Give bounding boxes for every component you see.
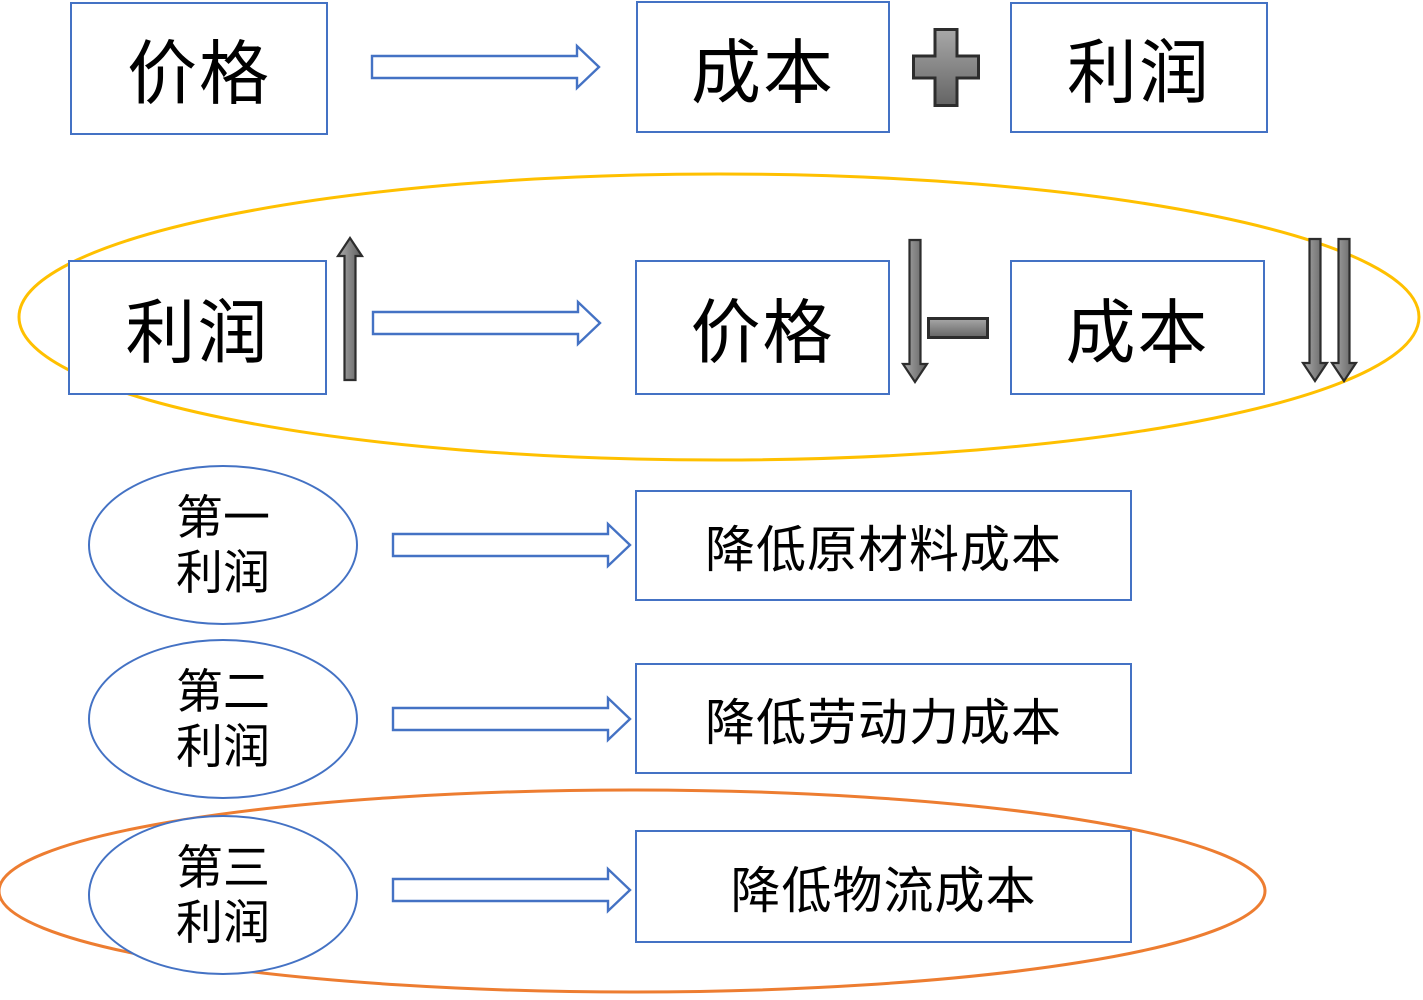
cost-label-row1: 成本: [691, 33, 835, 112]
third-profit-label: 第三 利润: [176, 840, 270, 949]
arrow-up-icon: [335, 236, 365, 382]
arrow-down-icon: [1329, 237, 1359, 383]
cost-box-row1: 成本: [636, 1, 890, 133]
second-profit-label: 第二 利润: [176, 664, 270, 773]
cost-box-row2: 成本: [1010, 260, 1265, 395]
second-profit-ellipse: 第二 利润: [88, 639, 358, 799]
yellow-ellipse-highlight: [17, 172, 1421, 462]
profit-box-row2: 利润: [68, 260, 327, 395]
third-profit-ellipse: 第三 利润: [88, 815, 358, 975]
arrow-down-icon: [900, 238, 930, 384]
orange-ellipse-highlight: [0, 788, 1267, 994]
minus-icon: [927, 317, 989, 339]
right-block-arrow-icon: [391, 695, 632, 743]
price-box-row1: 价格: [70, 2, 328, 135]
profit-label-row2: 利润: [125, 294, 270, 372]
reduce-logistics-cost-box: 降低物流成本: [635, 830, 1132, 943]
price-label-row2: 价格: [690, 294, 835, 372]
first-profit-label: 第一 利润: [176, 490, 270, 599]
price-label-row1: 价格: [127, 35, 271, 113]
right-block-arrow-icon: [391, 866, 632, 914]
plus-icon: [912, 28, 980, 107]
arrow-down-icon: [1300, 237, 1330, 383]
profit-box-row1: 利润: [1010, 2, 1268, 133]
profit-label-row1: 利润: [1067, 34, 1211, 112]
reduce-logistics-cost-label: 降低物流成本: [730, 862, 1037, 919]
price-box-row2: 价格: [635, 260, 890, 395]
right-block-arrow-icon: [371, 299, 602, 347]
right-block-arrow-icon: [370, 43, 601, 91]
cost-label-row2: 成本: [1065, 294, 1210, 372]
reduce-material-cost-box: 降低原材料成本: [635, 490, 1132, 601]
right-block-arrow-icon: [391, 521, 632, 569]
reduce-labor-cost-box: 降低劳动力成本: [635, 663, 1132, 774]
first-profit-ellipse: 第一 利润: [88, 465, 358, 625]
reduce-labor-cost-label: 降低劳动力成本: [705, 694, 1062, 751]
reduce-material-cost-label: 降低原材料成本: [705, 521, 1062, 578]
